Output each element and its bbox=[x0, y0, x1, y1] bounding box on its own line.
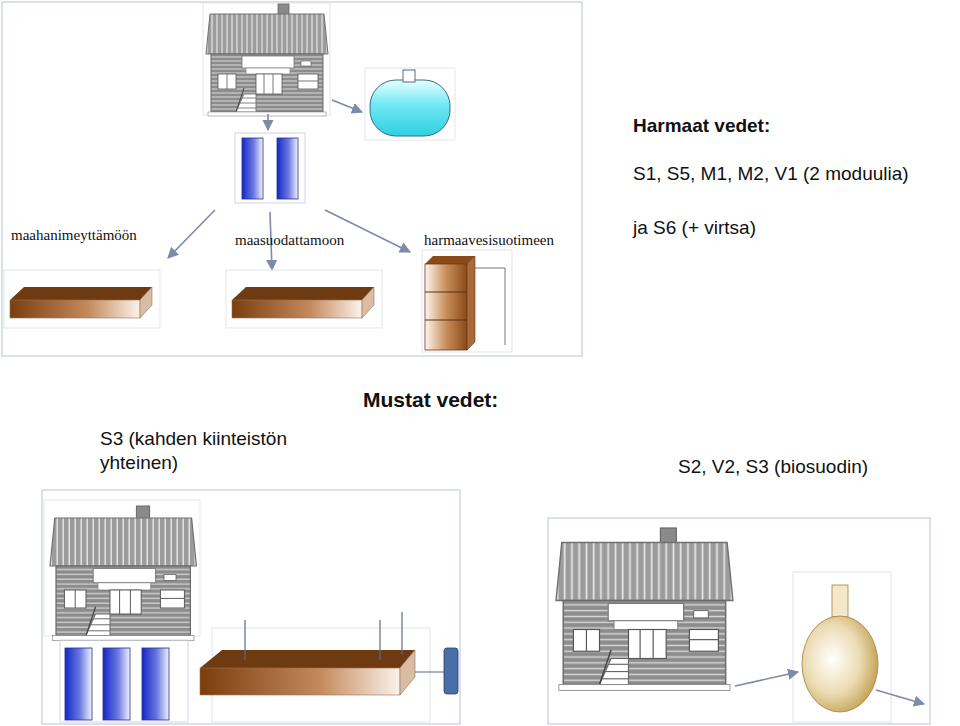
destination-label: harmaavesisuotimeen bbox=[424, 231, 554, 250]
biofilter bbox=[802, 616, 878, 712]
septic-tanks bbox=[65, 648, 92, 720]
section-heading: Harmaat vedet: bbox=[633, 114, 770, 138]
holding-tank bbox=[365, 68, 455, 140]
holding-tank bbox=[370, 80, 450, 136]
sand-filter-bed bbox=[226, 270, 382, 328]
system-codes: S2, V2, S3 (biosuodin) bbox=[678, 455, 868, 479]
destination-label: maasuodattamoon bbox=[235, 231, 344, 250]
holding-tank bbox=[403, 70, 415, 82]
sand-filter-bed bbox=[232, 287, 374, 318]
biofilter bbox=[793, 572, 891, 722]
grey-water-panel bbox=[2, 2, 582, 356]
soil-filter-bed bbox=[444, 648, 458, 694]
biofilter bbox=[793, 572, 891, 722]
sand-filter-bed bbox=[226, 270, 382, 328]
flow-arrows bbox=[735, 672, 798, 686]
flow-arrows bbox=[876, 690, 924, 704]
grey-water-filter bbox=[425, 256, 475, 264]
grey-water-filter bbox=[425, 320, 467, 321]
biofilter-panel bbox=[556, 528, 733, 690]
grey-water-filter bbox=[425, 264, 467, 350]
system-codes: S3 (kahden kiinteistön yhteinen) bbox=[100, 427, 340, 475]
infiltration-bed bbox=[4, 270, 160, 328]
destination-label: maahanimeyttämöön bbox=[11, 226, 137, 245]
grey-water-filter bbox=[467, 256, 475, 350]
soil-filter-bed bbox=[401, 612, 402, 655]
septic-tanks bbox=[103, 648, 130, 720]
flow-arrows bbox=[168, 210, 215, 258]
settling-tanks bbox=[235, 133, 305, 203]
settling-tanks bbox=[235, 133, 305, 203]
flow-arrows bbox=[168, 100, 410, 270]
soil-filter-bed bbox=[200, 650, 415, 668]
soil-filter-bed bbox=[200, 668, 400, 695]
grey-water-filter bbox=[475, 268, 505, 345]
grey-water-panel bbox=[206, 4, 328, 116]
soil-filter-bed bbox=[415, 672, 444, 673]
flow-arrows bbox=[735, 672, 924, 704]
septic-tanks bbox=[142, 648, 169, 720]
soil-filter-bed bbox=[379, 620, 380, 660]
holding-tank bbox=[365, 68, 455, 140]
flow-arrows bbox=[332, 100, 362, 112]
biofilter-panel bbox=[548, 518, 930, 724]
grey-water-panel bbox=[203, 3, 330, 115]
infiltration-bed bbox=[10, 287, 152, 318]
system-codes: S1, S5, M1, M2, V1 (2 moduulia) bbox=[633, 162, 909, 186]
shared-black-water-panel bbox=[42, 490, 460, 724]
septic-tanks bbox=[60, 640, 188, 722]
soil-filter-bed bbox=[244, 620, 245, 660]
infiltration-bed bbox=[4, 270, 160, 328]
flow-arrows bbox=[267, 114, 269, 130]
settling-tanks bbox=[242, 138, 263, 199]
biofilter-panel bbox=[548, 518, 930, 724]
soil-filter-bed bbox=[200, 612, 458, 722]
system-codes: ja S6 (+ virtsa) bbox=[633, 216, 756, 240]
grey-water-panel bbox=[2, 2, 582, 356]
shared-black-water-panel bbox=[42, 490, 460, 724]
septic-tanks bbox=[60, 640, 188, 722]
biofilter bbox=[832, 585, 848, 617]
shared-black-water-panel bbox=[50, 506, 196, 640]
settling-tanks bbox=[277, 138, 298, 199]
soil-filter-bed bbox=[400, 650, 415, 695]
grey-water-filter bbox=[425, 292, 467, 293]
grey-water-filter bbox=[422, 250, 512, 352]
section-heading: Mustat vedet: bbox=[363, 387, 498, 413]
grey-water-filter bbox=[422, 250, 512, 352]
